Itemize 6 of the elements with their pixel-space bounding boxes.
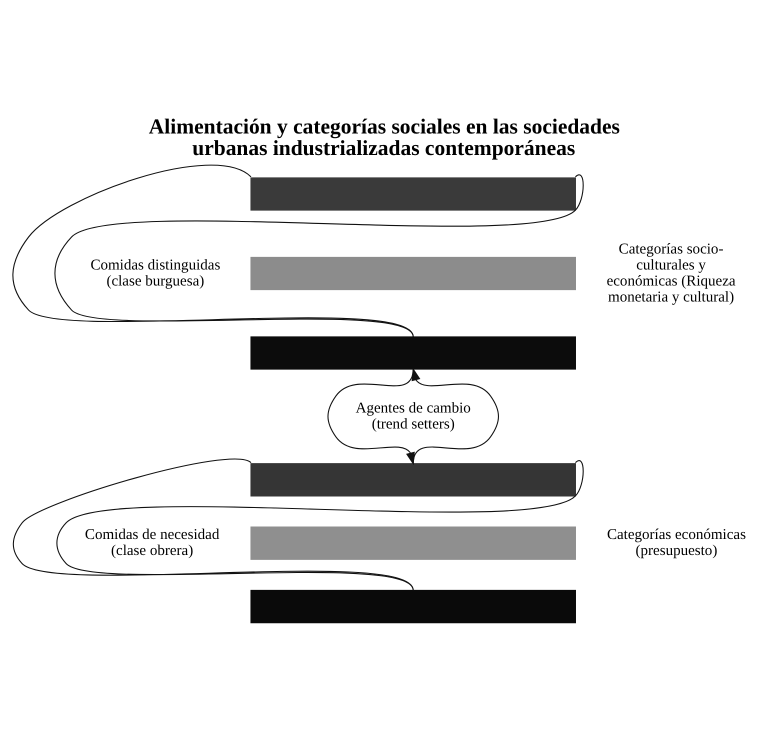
label: Comidas distinguidas (clase burguesa) [90, 256, 220, 290]
label: Agentes de cambio (trend setters) [356, 400, 471, 432]
label: Categorías económicas (presupuesto) [606, 526, 746, 559]
label: Comidas de necesidad (clase obrera) [84, 526, 220, 559]
label: Categorías socio-culturales y económicas (Riqueza monetaria y cultural) [606, 240, 736, 306]
diagram-title: Alimentación y categorías sociales en las sociedades urbanas industrializadas contemporáneas [148, 114, 620, 160]
